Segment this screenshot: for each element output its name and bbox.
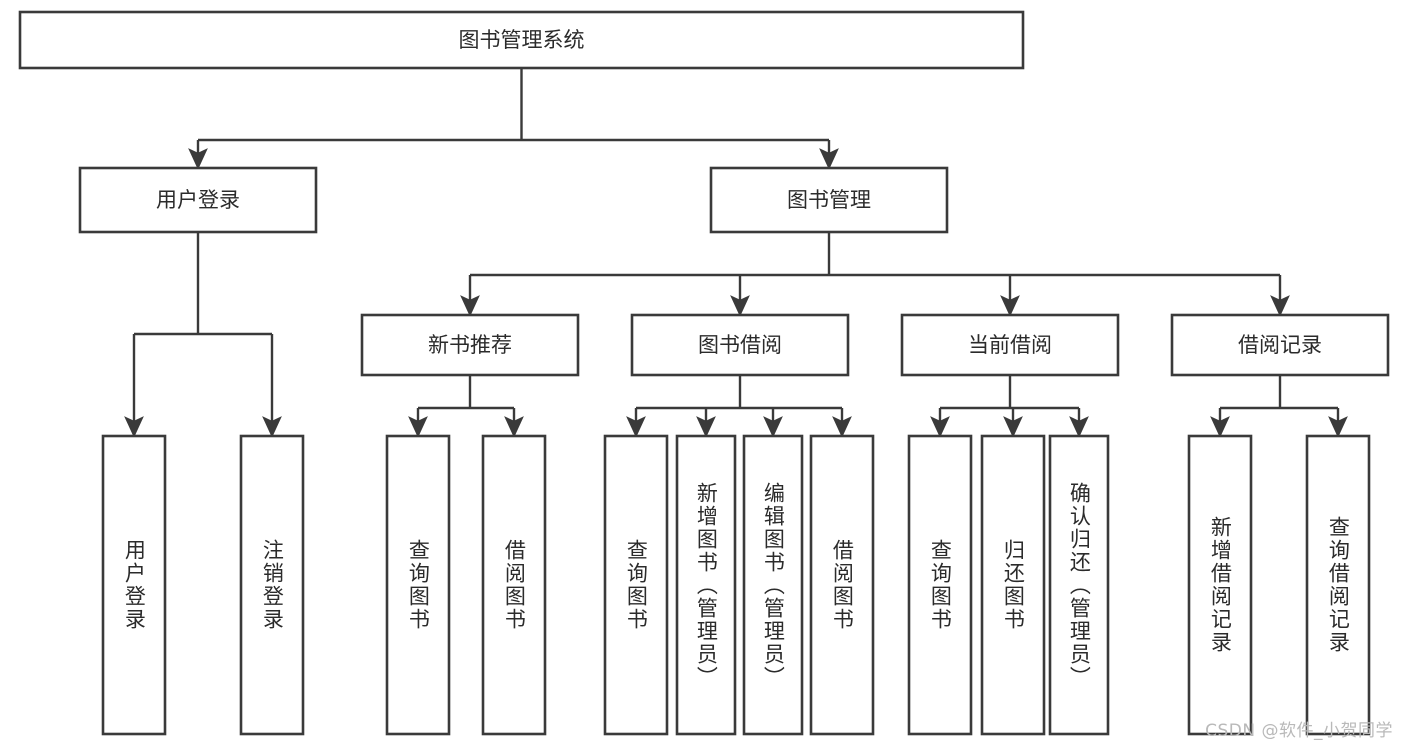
level3-node-label-1: 图书借阅 bbox=[698, 333, 782, 357]
level2-node-box-1[interactable] bbox=[709, 166, 949, 234]
leaf-node-box-2[interactable] bbox=[385, 434, 451, 736]
node-box-layer bbox=[18, 10, 1390, 736]
leaf-node-box-9[interactable] bbox=[980, 434, 1046, 736]
root-node-label: 图书管理系统 bbox=[459, 28, 585, 52]
leaf-node-box-5[interactable] bbox=[675, 434, 737, 736]
leaf-node-box-11[interactable] bbox=[1187, 434, 1253, 736]
level3-node-label-2: 当前借阅 bbox=[968, 333, 1052, 357]
leaf-node-box-0[interactable] bbox=[101, 434, 167, 736]
leaf-node-box-12[interactable] bbox=[1305, 434, 1371, 736]
level2-node-label-1: 图书管理 bbox=[787, 188, 871, 212]
leaf-node-box-8[interactable] bbox=[907, 434, 973, 736]
level3-node-box-1[interactable] bbox=[630, 313, 850, 377]
leaf-node-box-10[interactable] bbox=[1048, 434, 1110, 736]
level3-node-box-2[interactable] bbox=[900, 313, 1120, 377]
leaf-node-box-4[interactable] bbox=[603, 434, 669, 736]
level3-node-label-0: 新书推荐 bbox=[428, 333, 512, 357]
level2-node-label-0: 用户登录 bbox=[156, 188, 240, 212]
leaf-node-box-1[interactable] bbox=[239, 434, 305, 736]
level3-node-box-0[interactable] bbox=[360, 313, 580, 377]
connector-layer bbox=[124, 68, 1348, 438]
level3-node-box-3[interactable] bbox=[1170, 313, 1390, 377]
root-node-box[interactable] bbox=[18, 10, 1025, 70]
level3-node-label-3: 借阅记录 bbox=[1238, 333, 1322, 357]
level2-node-box-0[interactable] bbox=[78, 166, 318, 234]
leaf-node-box-3[interactable] bbox=[481, 434, 547, 736]
leaf-node-box-7[interactable] bbox=[809, 434, 875, 736]
watermark: CSDN @软件_小贺同学 bbox=[1205, 721, 1393, 741]
leaf-node-box-6[interactable] bbox=[742, 434, 804, 736]
